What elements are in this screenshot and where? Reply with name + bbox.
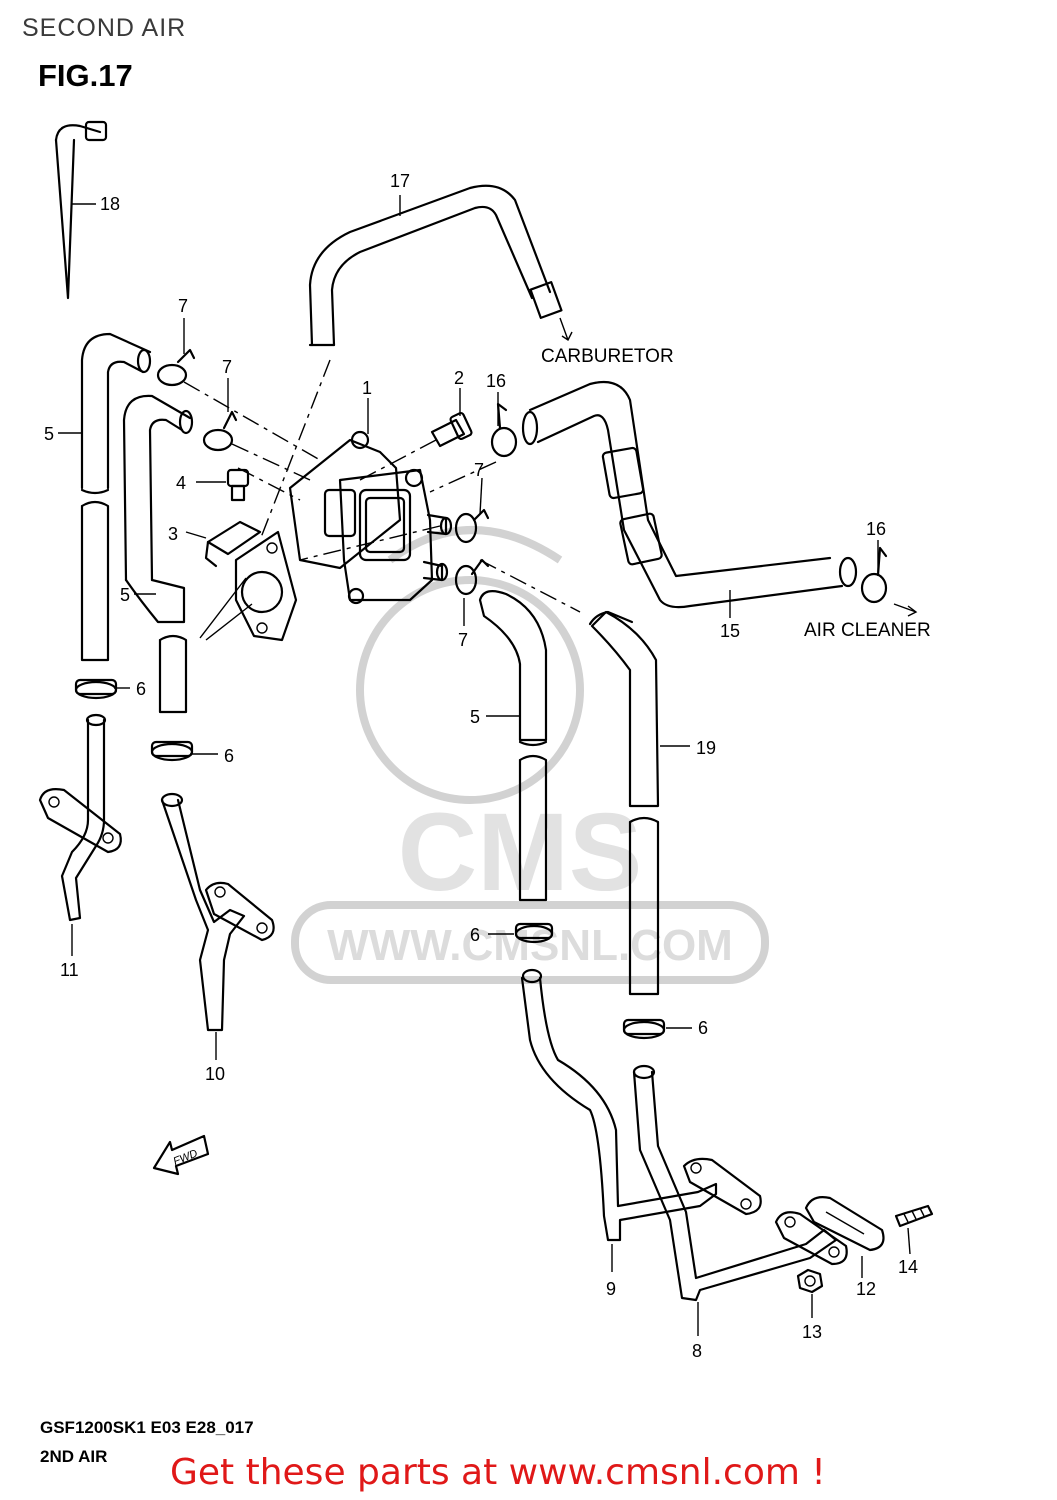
- part-14-stud: [894, 1204, 934, 1255]
- watermark: CMS WWW.CMSNL.COM: [291, 526, 769, 984]
- callout-5c: 5: [470, 707, 480, 727]
- callout-15: 15: [720, 621, 740, 641]
- part-5-hose-upper-left: [80, 332, 152, 662]
- carburetor-label: CARBURETOR: [541, 346, 674, 367]
- callout-7c: 7: [474, 460, 484, 480]
- part-10-pipe: [160, 792, 275, 1060]
- part-5-hose-upper-middle: [122, 394, 194, 714]
- callout-numbers: 18 17 7 7 1 2 16 5 4 7 3 16 5 15 7 6 5 1…: [44, 171, 918, 1361]
- part-3-bracket: [199, 520, 298, 642]
- part-18-clamp-pin: [54, 120, 108, 300]
- callout-9: 9: [606, 1279, 616, 1299]
- callout-13: 13: [802, 1322, 822, 1342]
- section-title: SECOND AIR: [22, 14, 187, 42]
- callout-7d: 7: [458, 630, 468, 650]
- part-7-clamps: [156, 348, 490, 596]
- callout-8: 8: [692, 1341, 702, 1361]
- part-4-bolt: [196, 468, 250, 502]
- part-6-clamps: [74, 678, 666, 1040]
- callout-19: 19: [696, 738, 716, 758]
- callout-12: 12: [856, 1279, 876, 1299]
- callout-16a: 16: [486, 371, 506, 391]
- callout-3: 3: [168, 524, 178, 544]
- callout-7a: 7: [178, 296, 188, 316]
- callout-6c: 6: [470, 925, 480, 945]
- callout-10: 10: [205, 1064, 225, 1084]
- watermark-url: WWW.CMSNL.COM: [327, 921, 733, 970]
- part-12-gasket: [804, 1196, 885, 1278]
- callout-5b: 5: [120, 585, 130, 605]
- callout-11: 11: [60, 960, 79, 980]
- callout-6a: 6: [136, 679, 146, 699]
- callout-5a: 5: [44, 424, 54, 444]
- callout-6d: 6: [698, 1018, 708, 1038]
- figure-title: FIG.17: [38, 58, 133, 93]
- callout-18: 18: [100, 194, 120, 214]
- part-5-hose-middle: [478, 589, 548, 902]
- part-2-screw: [430, 412, 473, 448]
- diagram-name: 2ND AIR: [40, 1447, 108, 1466]
- part-17-hose: [308, 184, 573, 347]
- part-1-reed-valve: [288, 430, 453, 605]
- callout-leaders: [58, 318, 879, 1029]
- part-15-hose: [521, 380, 918, 618]
- callout-4: 4: [176, 473, 186, 493]
- callout-17: 17: [390, 171, 410, 191]
- callout-14: 14: [898, 1257, 918, 1277]
- fwd-arrow-icon: FWD: [152, 1134, 210, 1176]
- part-13-nut: [796, 1268, 824, 1318]
- callout-16b: 16: [866, 519, 886, 539]
- fwd-label: FWD: [172, 1148, 200, 1169]
- promo-link[interactable]: Get these parts at www.cmsnl.com !: [170, 1452, 826, 1493]
- model-code: GSF1200SK1 E03 E28_017: [40, 1418, 254, 1437]
- part-16-clamps: [490, 402, 888, 604]
- callout-6b: 6: [224, 746, 234, 766]
- part-8-pipe: [632, 1064, 848, 1336]
- part-9-pipe: [520, 968, 718, 1272]
- part-11-pipe: [38, 713, 122, 956]
- air-cleaner-label: AIR CLEANER: [804, 620, 931, 641]
- callout-1: 1: [362, 378, 372, 398]
- callout-2: 2: [454, 368, 464, 388]
- alignment-lines: [183, 359, 581, 613]
- part-19-hose: [588, 610, 690, 996]
- callout-7b: 7: [222, 357, 232, 377]
